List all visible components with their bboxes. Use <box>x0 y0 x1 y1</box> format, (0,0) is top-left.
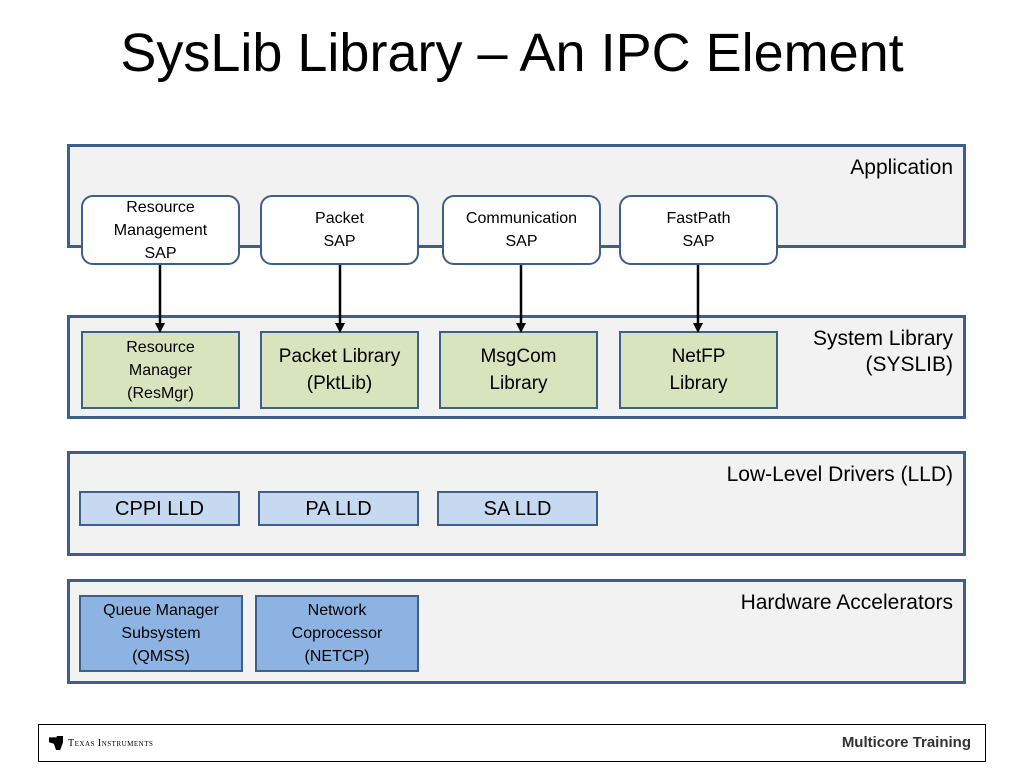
lld-sa: SA LLD <box>437 491 598 526</box>
ti-logo-text: Texas Instruments <box>68 737 154 749</box>
hw-qmss: Queue Manager Subsystem (QMSS) <box>79 595 243 672</box>
lld-layer-label: Low-Level Drivers (LLD) <box>726 463 953 486</box>
ti-logo: Texas Instruments <box>49 736 153 750</box>
lib-msgcom: MsgCom Library <box>439 331 598 409</box>
lld-pa: PA LLD <box>258 491 419 526</box>
footer-course-name: Multicore Training <box>841 734 971 751</box>
ti-logo-icon <box>49 736 63 750</box>
footer: Texas Instruments Multicore Training <box>38 724 986 762</box>
lib-packet-library: Packet Library (PktLib) <box>260 331 419 409</box>
sap-fastpath: FastPath SAP <box>619 195 778 265</box>
application-layer-label: Application <box>850 156 953 179</box>
sap-packet: Packet SAP <box>260 195 419 265</box>
lld-cppi: CPPI LLD <box>79 491 240 526</box>
sap-resource-management: Resource Management SAP <box>81 195 240 265</box>
lib-netfp: NetFP Library <box>619 331 778 409</box>
hardware-layer-label: Hardware Accelerators <box>740 591 953 614</box>
slide-title: SysLib Library – An IPC Element <box>120 23 904 83</box>
syslib-layer-label: System Library (SYSLIB) <box>812 327 953 376</box>
hw-netcp: Network Coprocessor (NETCP) <box>255 595 419 672</box>
lib-resource-manager: Resource Manager (ResMgr) <box>81 331 240 409</box>
sap-communication: Communication SAP <box>442 195 601 265</box>
